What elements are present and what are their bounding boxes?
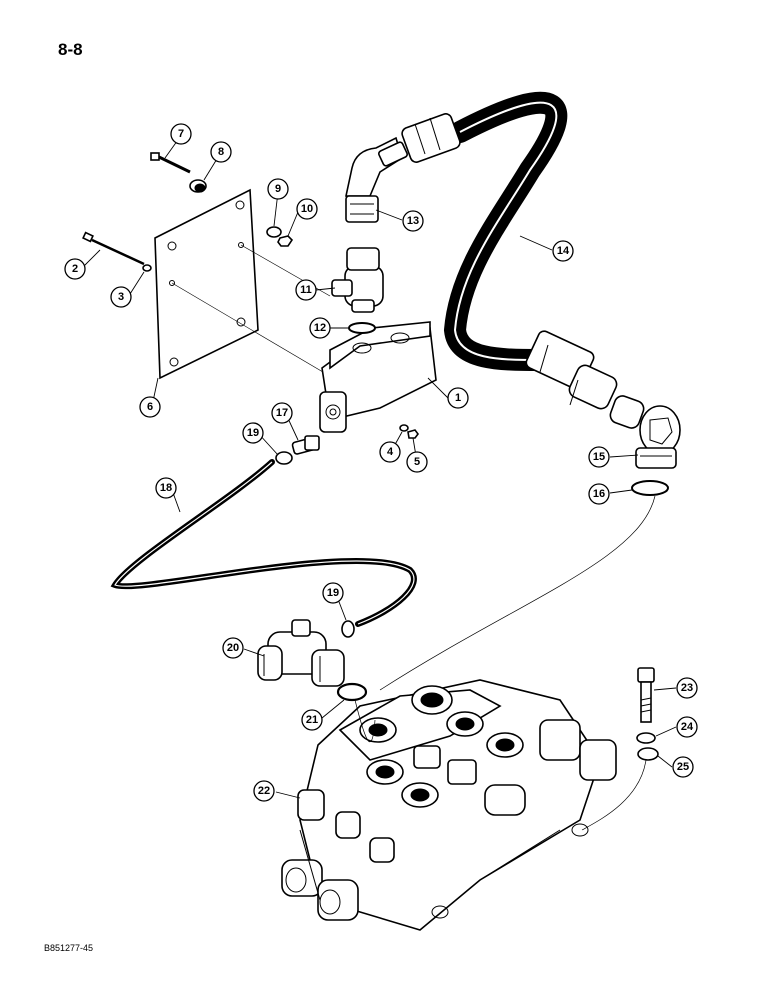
callout-17: 17 xyxy=(271,402,293,424)
long-bolt xyxy=(82,231,145,266)
svg-text:11: 11 xyxy=(300,284,312,296)
mounting-plate xyxy=(154,188,259,380)
ferrule-19b xyxy=(341,620,355,638)
svg-text:19: 19 xyxy=(327,587,339,599)
svg-text:21: 21 xyxy=(306,714,318,726)
callout-13: 13 xyxy=(402,210,424,232)
nut-5 xyxy=(407,429,419,439)
svg-text:25: 25 xyxy=(677,761,689,773)
callout-16: 16 xyxy=(588,483,610,505)
callout-1: 1 xyxy=(447,387,469,409)
o-ring-12 xyxy=(348,322,376,334)
svg-text:9: 9 xyxy=(275,183,281,195)
svg-text:14: 14 xyxy=(557,245,570,257)
page-number: 8-8 xyxy=(58,40,83,59)
nut-25 xyxy=(637,747,659,761)
elbow-fitting-15 xyxy=(609,395,681,469)
svg-text:7: 7 xyxy=(178,128,184,140)
washer-4 xyxy=(399,424,409,432)
callout-20: 20 xyxy=(222,637,244,659)
callout-10: 10 xyxy=(296,198,318,220)
washer-24 xyxy=(636,732,656,744)
valve-block xyxy=(319,321,437,433)
svg-text:8: 8 xyxy=(218,146,224,158)
callout-3: 3 xyxy=(110,286,132,308)
callout-12: 12 xyxy=(309,317,331,339)
control-valve-22 xyxy=(281,679,617,931)
washer-3 xyxy=(142,264,152,272)
bolt-23 xyxy=(637,667,655,723)
bolt-7 xyxy=(150,152,191,174)
hose-14 xyxy=(401,91,618,410)
callout-19a: 19 xyxy=(242,422,264,444)
svg-text:24: 24 xyxy=(681,721,694,733)
svg-text:4: 4 xyxy=(387,446,394,458)
svg-text:2: 2 xyxy=(72,263,78,275)
callout-4: 4 xyxy=(379,441,401,463)
callout-21: 21 xyxy=(301,709,323,731)
svg-text:23: 23 xyxy=(681,682,693,694)
o-ring-21 xyxy=(336,682,368,702)
svg-text:18: 18 xyxy=(160,482,172,494)
svg-text:3: 3 xyxy=(118,291,124,303)
callout-11: 11 xyxy=(295,279,317,301)
svg-text:10: 10 xyxy=(301,203,313,215)
callout-19b: 19 xyxy=(322,582,344,604)
connector-17 xyxy=(291,435,320,455)
svg-text:5: 5 xyxy=(414,456,420,468)
callout-2: 2 xyxy=(64,258,86,280)
callout-23: 23 xyxy=(676,677,698,699)
callout-15: 15 xyxy=(588,446,610,468)
callout-8: 8 xyxy=(210,141,232,163)
washer-9 xyxy=(266,226,282,238)
callout-25: 25 xyxy=(672,756,694,778)
callout-5: 5 xyxy=(406,451,428,473)
elbow-fitting-13 xyxy=(345,136,408,223)
callout-24: 24 xyxy=(676,716,698,738)
callout-18: 18 xyxy=(155,477,177,499)
svg-text:17: 17 xyxy=(276,407,288,419)
o-ring-16 xyxy=(631,480,669,496)
callout-22: 22 xyxy=(253,780,275,802)
figure-code: B851277-45 xyxy=(44,943,94,953)
callout-6: 6 xyxy=(139,396,161,418)
svg-text:22: 22 xyxy=(258,785,270,797)
callout-7: 7 xyxy=(170,123,192,145)
tee-fitting-20 xyxy=(257,619,345,687)
svg-text:19: 19 xyxy=(247,427,259,439)
svg-text:20: 20 xyxy=(227,642,239,654)
svg-text:16: 16 xyxy=(593,488,605,500)
tee-fitting-11 xyxy=(331,247,384,313)
svg-text:13: 13 xyxy=(407,215,419,227)
svg-text:1: 1 xyxy=(455,392,461,404)
svg-text:12: 12 xyxy=(314,322,326,334)
nut-10 xyxy=(277,235,294,247)
callout-14: 14 xyxy=(552,240,574,262)
ferrule-19a xyxy=(275,451,293,465)
bushing-8 xyxy=(189,179,207,193)
svg-text:15: 15 xyxy=(593,451,605,463)
callout-9: 9 xyxy=(267,178,289,200)
svg-text:6: 6 xyxy=(147,401,153,413)
